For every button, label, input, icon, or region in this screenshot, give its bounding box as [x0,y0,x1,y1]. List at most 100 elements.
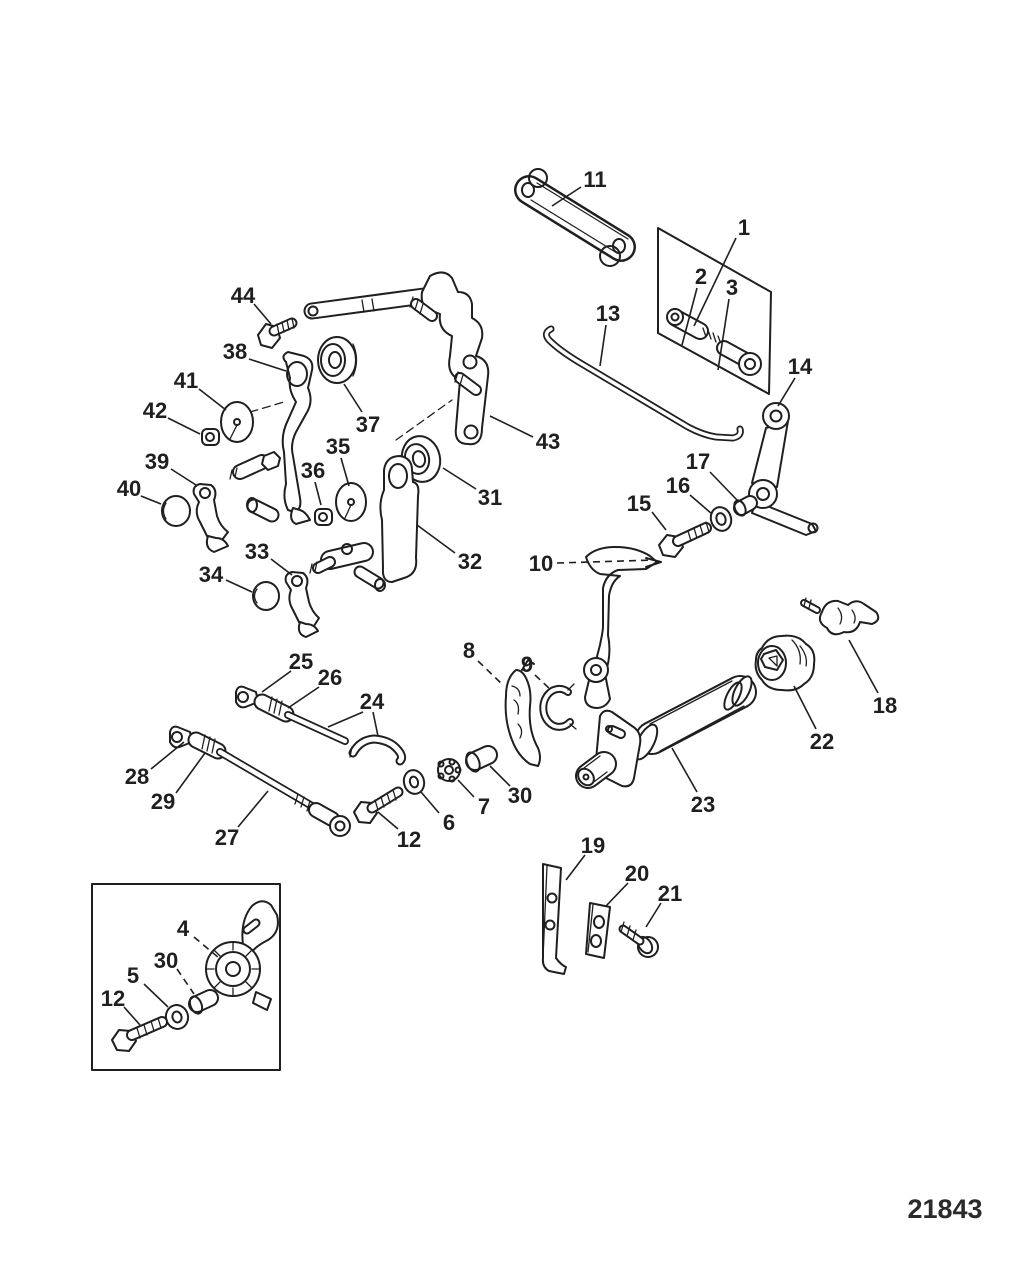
part-37-grommet [317,336,358,384]
callout-label-21: 21 [658,881,682,906]
callout-label-36: 36 [301,458,325,483]
part-9-clip [539,683,577,731]
callout-leader-7 [457,779,475,798]
part-16-washer [709,506,733,532]
callout-leader-12b [123,1006,141,1026]
callout-leader-28 [150,741,185,770]
callout-leader-27 [237,790,269,828]
callout-label-17: 17 [686,449,710,474]
callout-label-19: 19 [581,833,605,858]
callout-label-9: 9 [521,652,533,677]
part-43-bracket [303,271,490,446]
part-32-bracket [309,455,420,592]
callout-label-39: 39 [145,449,169,474]
part-24-rod [348,734,407,766]
callout-leader-24 [327,711,364,728]
part-30-box-bushing [188,989,219,1015]
callout-leader-41 [198,388,227,411]
part-38-bracket [281,351,314,525]
drawing-number: 21843 [907,1194,982,1224]
callout-label-6: 6 [443,810,455,835]
callout-leader-29 [175,752,206,794]
callout-label-33: 33 [245,539,269,564]
callout-label-30: 30 [508,783,532,808]
callout-label-41: 41 [174,368,198,393]
callout-leader-8 [477,660,505,687]
part-6-washer [402,769,426,795]
part-20-strip [585,902,611,959]
callout-leader-18 [848,639,879,694]
callout-leader-16 [689,494,713,515]
callout-leader-12 [377,811,399,830]
callout-label-12b: 12 [101,986,125,1011]
callout-leader-31 [442,467,477,490]
callout-leader-30b [176,968,195,995]
callout-label-34: 34 [199,562,224,587]
callout-label-13: 13 [596,301,620,326]
callout-label-20: 20 [625,861,649,886]
callout-label-27: 27 [215,825,239,850]
part-5-washer [164,1004,190,1030]
callout-label-26: 26 [318,665,342,690]
part-3-connector [716,340,762,376]
callout-label-18: 18 [873,693,897,718]
callout-leader-22 [793,685,817,730]
callout-label-11: 11 [583,167,606,192]
part-33-lever [284,571,320,638]
callout-leader-6 [420,791,440,814]
part-8-casting [504,659,541,767]
callout-label-29: 29 [151,789,175,814]
pivot-stud [229,451,281,523]
callout-label-2: 2 [695,264,707,289]
callout-leader-3 [717,298,730,371]
callout-leader-20 [605,882,629,907]
callout-leader-36 [314,481,322,506]
callout-leader-19 [565,854,586,881]
callout-label-38: 38 [223,339,247,364]
callout-label-44: 44 [231,283,256,308]
part-30-bushing [465,745,498,773]
callout-leader-17 [709,471,738,501]
part-18-clamp [800,597,880,636]
callout-leader-44 [253,303,272,325]
callout-leader-25 [261,670,292,693]
callout-leader-13 [599,324,607,367]
callout-leader-10 [556,559,656,564]
part-22-cam [754,634,816,692]
callout-label-7: 7 [478,794,490,819]
callout-leader-39 [170,468,197,486]
part-15-bolt [658,521,712,558]
part-40-cap [161,495,191,527]
part-42-nut [201,428,220,446]
callout-label-43: 43 [536,429,560,454]
callout-label-3: 3 [726,275,738,300]
callout-label-12: 12 [397,827,421,852]
construction-dash-right [395,399,453,441]
callout-label-4: 4 [177,916,190,941]
callout-leader-34 [225,579,253,593]
callout-leader-5 [143,983,169,1008]
callout-leader-24-1 [372,711,379,737]
part-39-lever [192,483,229,553]
callout-label-24: 24 [360,689,385,714]
part-14-lever [748,402,819,536]
callout-label-31: 31 [478,485,502,510]
part-44-bolt [257,317,298,349]
callout-label-42: 42 [143,398,167,423]
callout-label-28: 28 [125,764,149,789]
callout-leader-37 [343,383,363,413]
part-41-washer [220,401,254,443]
part-10-casting [583,546,662,709]
callout-label-15: 15 [627,491,651,516]
part-27-29-link [169,725,351,837]
part-7-starnut [437,758,462,783]
callout-leader-33 [270,558,293,576]
part-12-box-bolt [111,1016,168,1052]
callout-leader-23 [671,747,698,793]
part-19-strip [541,863,567,975]
callout-label-40: 40 [117,476,141,501]
callout-leader-2 [681,287,698,346]
callout-label-30b: 30 [154,948,178,973]
